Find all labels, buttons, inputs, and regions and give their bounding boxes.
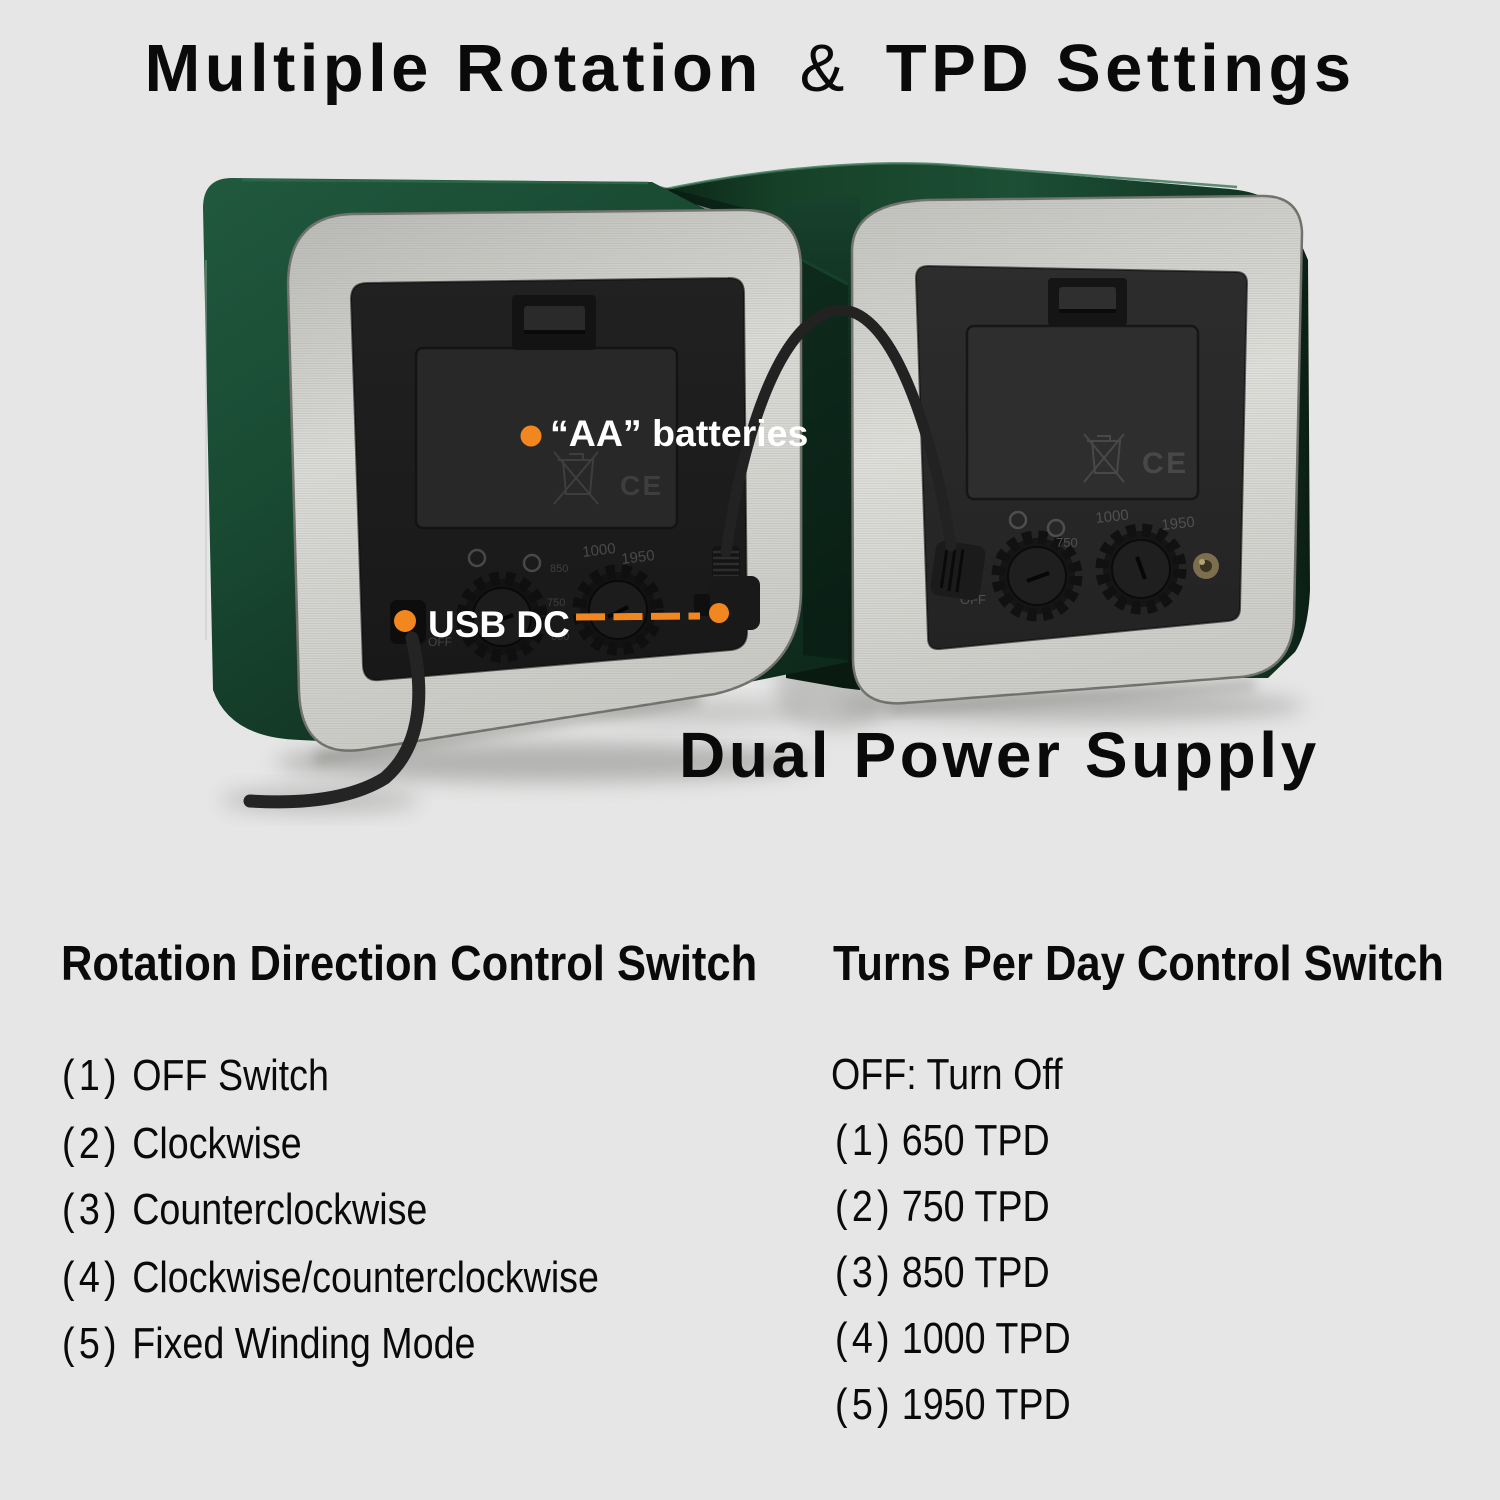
svg-text:1950: 1950 <box>1161 514 1196 534</box>
svg-text:650: 650 <box>551 631 569 643</box>
svg-text:OFF: OFF <box>428 635 452 649</box>
svg-text:C E: C E <box>620 470 661 501</box>
svg-text:1950: 1950 <box>620 547 655 568</box>
svg-text:750: 750 <box>547 597 565 609</box>
svg-text:C E: C E <box>1142 447 1186 480</box>
svg-text:850: 850 <box>550 563 568 575</box>
svg-text:1000: 1000 <box>581 540 616 561</box>
svg-text:750: 750 <box>1056 535 1078 550</box>
svg-text:1000: 1000 <box>1095 507 1130 527</box>
